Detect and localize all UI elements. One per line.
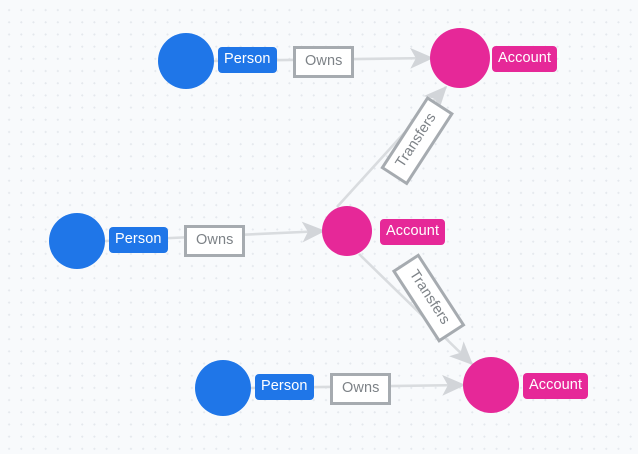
node-person-3[interactable] — [195, 360, 251, 416]
node-account-3[interactable] — [463, 357, 519, 413]
node-person-2[interactable] — [49, 213, 105, 269]
node-label-account-3[interactable]: Account — [523, 373, 589, 399]
node-label-person-3[interactable]: Person — [255, 374, 314, 400]
node-account-2[interactable] — [322, 206, 372, 256]
node-label-account-1[interactable]: Account — [492, 46, 558, 72]
node-label-person-2[interactable]: Person — [109, 227, 168, 253]
edge-label-owns-2[interactable]: Owns — [184, 225, 246, 257]
node-account-1[interactable] — [430, 28, 490, 88]
edge-label-owns-1[interactable]: Owns — [293, 46, 355, 78]
edge-label-owns-3[interactable]: Owns — [330, 373, 392, 405]
edge-transfers-2-line — [358, 253, 474, 366]
node-label-account-2[interactable]: Account — [380, 219, 446, 245]
node-person-1[interactable] — [158, 33, 214, 89]
node-label-person-1[interactable]: Person — [218, 47, 277, 73]
